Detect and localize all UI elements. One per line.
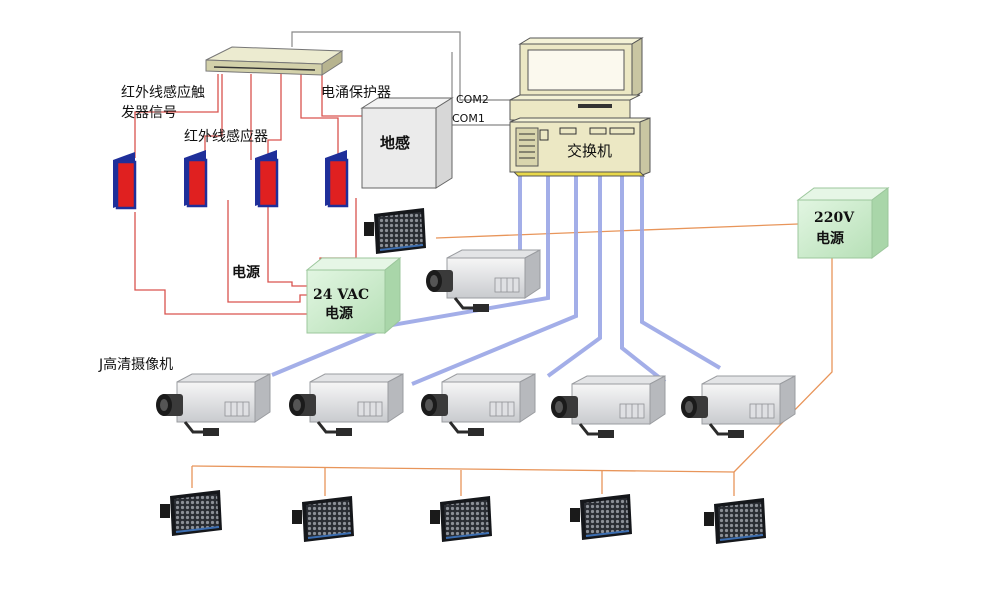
ground-sensor-box [360,97,454,189]
ir-sensor-1 [111,150,137,210]
power-24vac-label-line1: 24 VAC [313,287,369,303]
power-220v-label-line2: 电源 [816,230,844,247]
ir-sensor-3 [253,148,279,208]
camera-2 [287,372,405,438]
blue-wires [271,175,722,386]
surge-protector-label: 电涌保护器 [321,85,391,101]
ir-illuminator-5 [703,497,767,545]
orange-wires [191,223,833,496]
power-left-label: 电源 [232,264,260,281]
hd-camera-label: J高清摄像机 [98,356,173,373]
ir-sensor-2 [182,148,208,208]
camera-4 [549,374,667,440]
camera-3 [419,372,537,438]
computer-workstation [509,37,651,177]
ir-trigger-label-line1: 红外线感应触 [121,84,205,101]
power-24vac-box [305,256,402,335]
ir-sensor-label: 红外线感应器 [184,128,268,145]
camera-1 [154,372,272,438]
camera-5 [679,374,797,440]
switch-label: 交换机 [567,142,612,160]
ground-sensor-label: 地感 [380,134,410,152]
ir-illuminator-2 [291,495,355,543]
ir-sensor-4 [323,148,349,208]
power-220v-label-line1: 220V [814,210,855,226]
power-220v-box [796,187,890,259]
ir-illuminator-top [363,207,427,255]
com1-label: COM1 [452,112,485,125]
ir-illuminator-3 [429,495,493,543]
surge-protector-bar [205,46,344,76]
ir-illuminator-4 [569,493,633,541]
ir-trigger-label-line2: 发器信号 [121,105,177,121]
power-24vac-label-line2: 电源 [325,305,353,322]
com2-label: COM2 [456,93,489,106]
ir-illuminator-1 [159,489,223,537]
